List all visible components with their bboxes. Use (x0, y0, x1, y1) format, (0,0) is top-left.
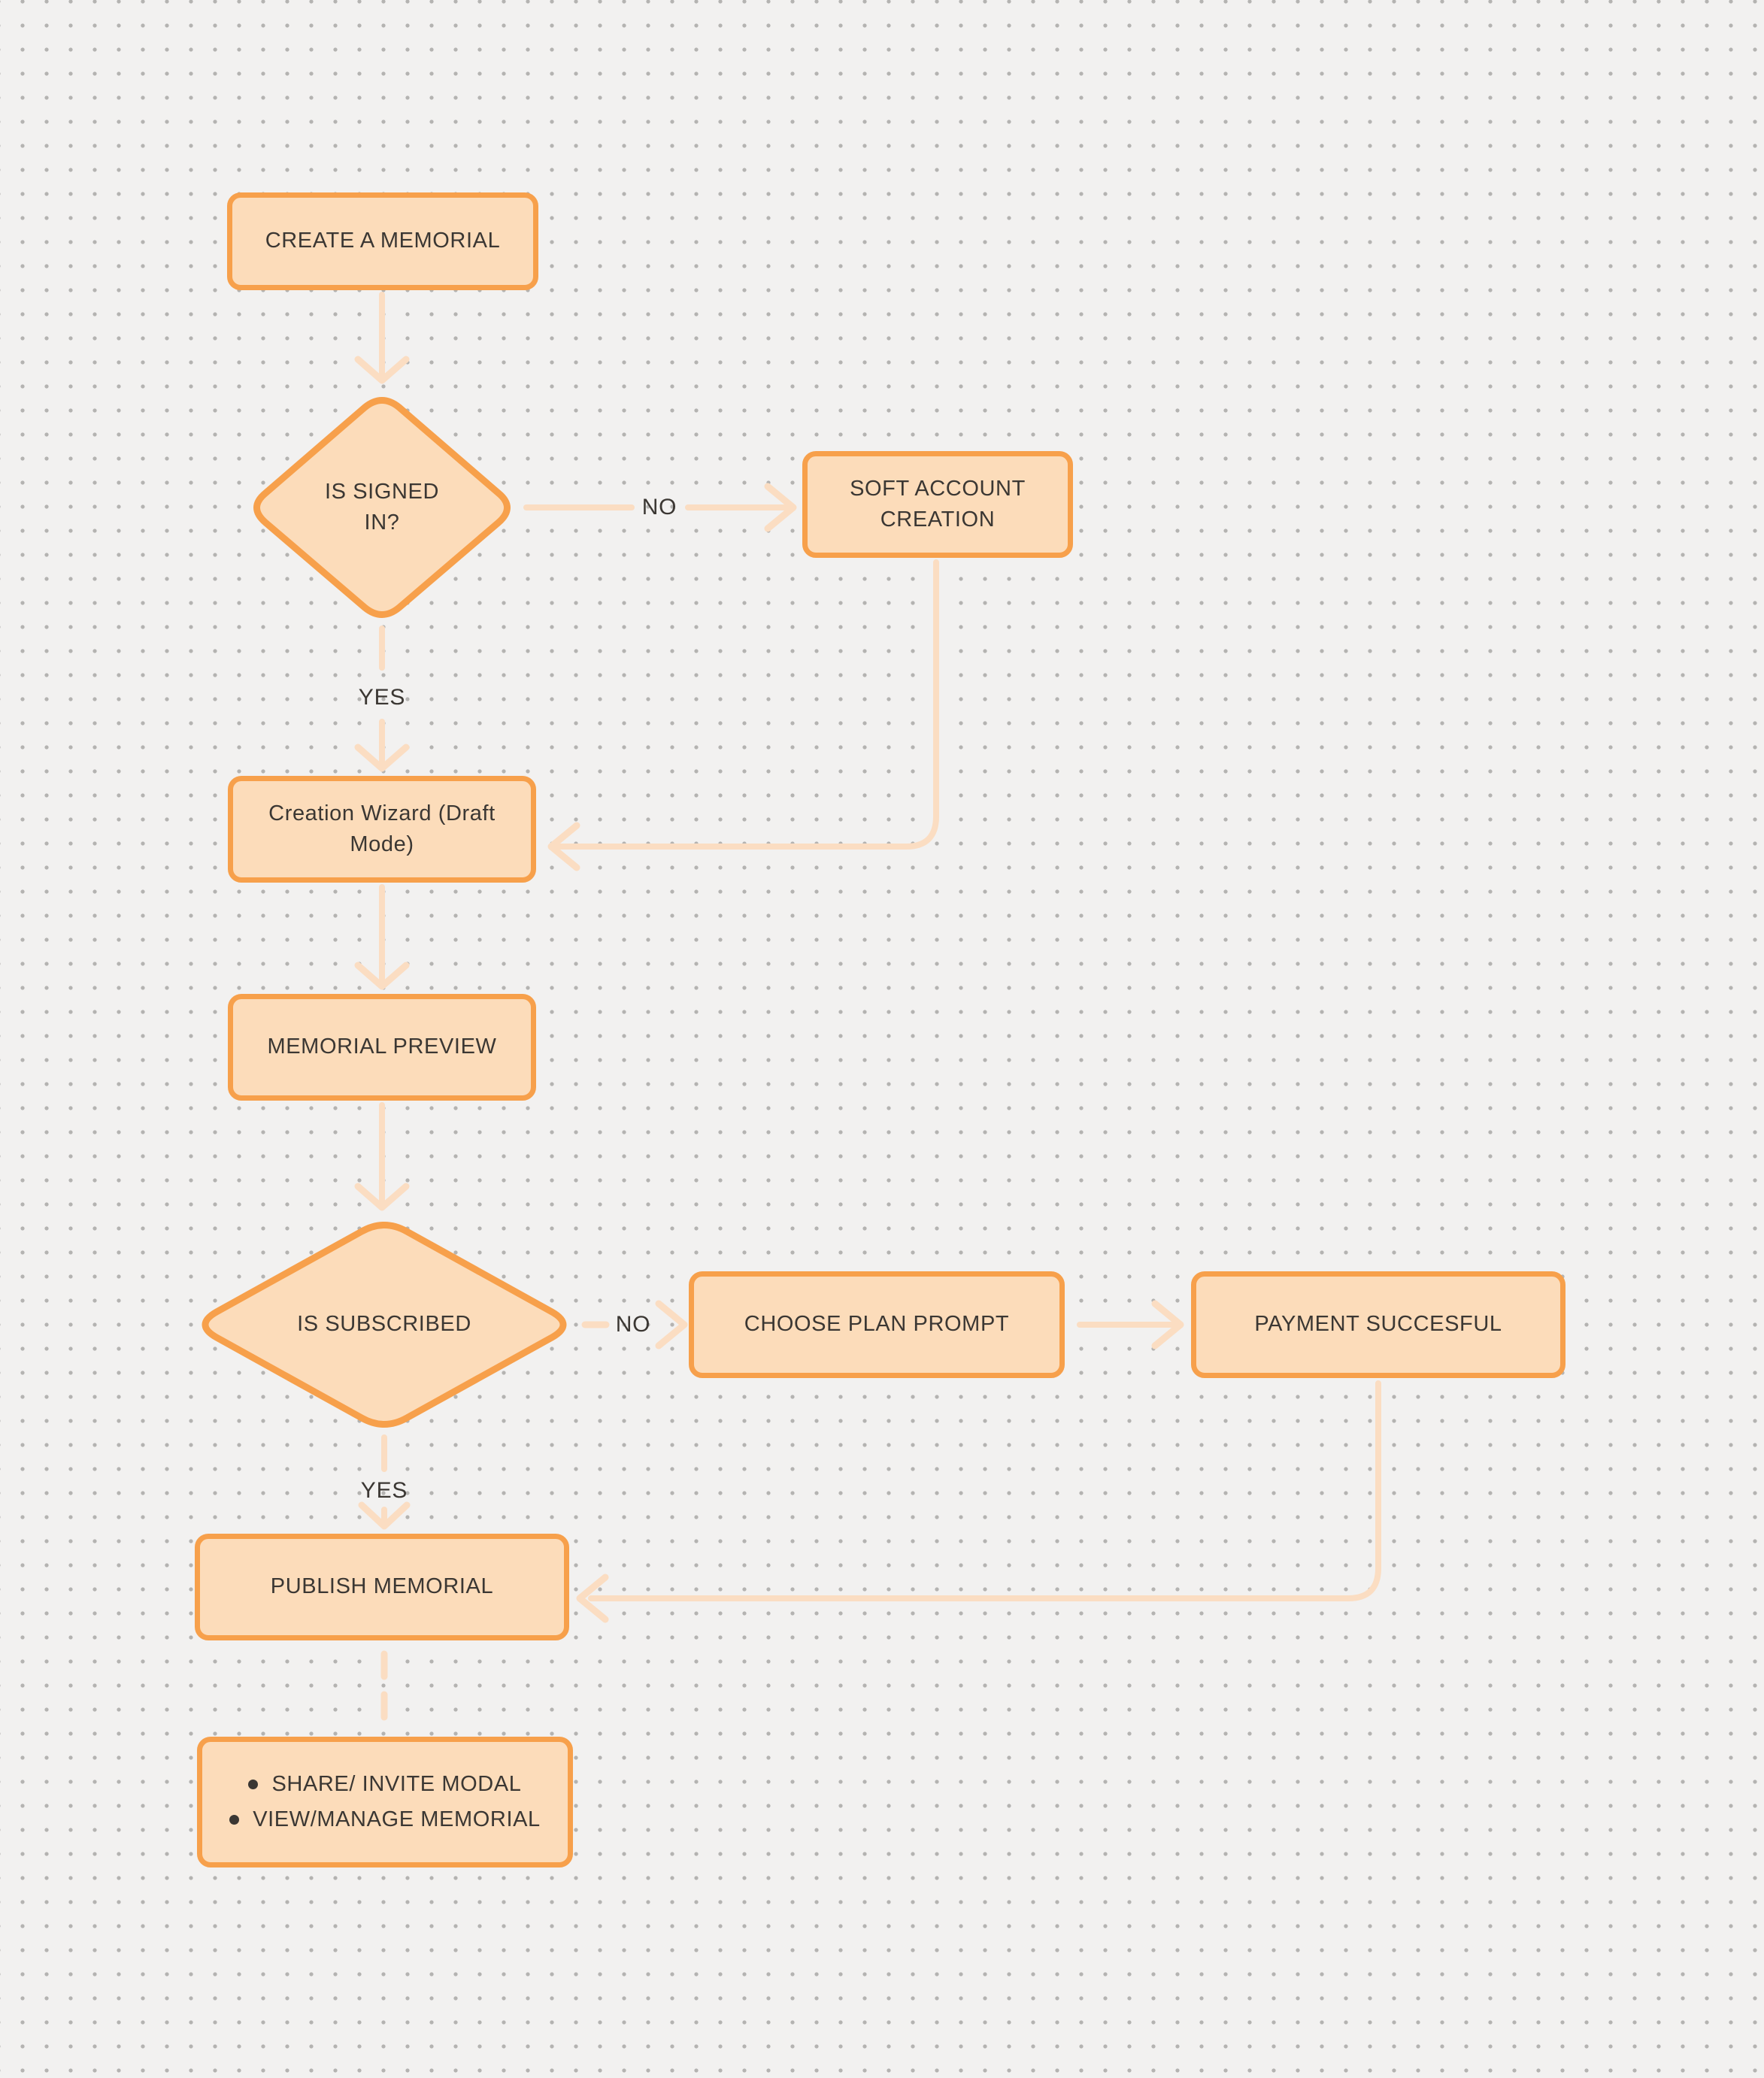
list-item-label: VIEW/MANAGE MEMORIAL (253, 1807, 541, 1831)
list-item: VIEW/MANAGE MEMORIAL (229, 1804, 541, 1835)
node-label: PUBLISH MEMORIAL (270, 1574, 494, 1599)
arrowhead-down-icon (354, 962, 410, 990)
edge-elbow (556, 559, 939, 850)
node-choose-plan-prompt[interactable]: CHOOSE PLAN PROMPT (689, 1271, 1065, 1378)
node-label: SOFT ACCOUNT CREATION (850, 476, 1026, 532)
node-label: MEMORIAL PREVIEW (267, 1034, 497, 1059)
decision-is-subscribed-label: IS SUBSCRIBED (297, 1312, 471, 1337)
node-label: CHOOSE PLAN PROMPT (744, 1312, 1010, 1337)
node-creation-wizard[interactable]: Creation Wizard (Draft Mode) (228, 776, 536, 883)
edge-payment-to-publish[interactable] (576, 1380, 1381, 1623)
edge-create-to-signedin[interactable] (354, 292, 410, 384)
edge-elbow (588, 1380, 1381, 1601)
edge-label-no[interactable]: NO (641, 495, 677, 520)
edge-subscribed-no-to-chooseplan[interactable] (581, 1300, 688, 1349)
arrowhead-down-icon (354, 356, 410, 384)
arrowhead-right-icon (764, 483, 797, 532)
decision-is-signed-in-label: IS SIGNED IN? (324, 479, 440, 535)
bullet-icon (229, 1815, 240, 1825)
arrowhead-right-icon (1151, 1300, 1184, 1349)
node-share-invite[interactable]: SHARE/ INVITE MODAL VIEW/MANAGE MEMORIAL (197, 1737, 573, 1867)
node-memorial-preview[interactable]: MEMORIAL PREVIEW (228, 994, 536, 1101)
edge-label-no[interactable]: NO (615, 1312, 651, 1337)
arrowhead-left-icon (576, 1574, 609, 1623)
node-bullet-list: SHARE/ INVITE MODAL VIEW/MANAGE MEMORIAL (229, 1769, 541, 1835)
edge-subscribed-yes-to-publish[interactable] (358, 1434, 411, 1530)
arrowhead-right-icon (655, 1300, 688, 1349)
arrowhead-left-icon (547, 822, 580, 871)
edge-softaccount-to-wizard[interactable] (547, 559, 939, 871)
edge-signedin-no-to-softaccount[interactable] (523, 483, 797, 532)
node-label: Creation Wizard (Draft Mode) (268, 801, 496, 856)
node-payment-succesful[interactable]: PAYMENT SUCCESFUL (1191, 1271, 1565, 1378)
edge-preview-to-subscribed[interactable] (354, 1102, 410, 1211)
node-soft-account-creation[interactable]: SOFT ACCOUNT CREATION (802, 451, 1073, 558)
edge-label-yes[interactable]: YES (358, 685, 406, 710)
decision-is-subscribed-shape[interactable] (202, 1222, 567, 1428)
node-create-memorial[interactable]: CREATE A MEMORIAL (227, 192, 538, 290)
node-label: PAYMENT SUCCESFUL (1254, 1312, 1502, 1337)
arrowhead-down-icon (354, 1183, 410, 1211)
arrowhead-down-icon (358, 1501, 411, 1530)
bullet-icon (248, 1779, 259, 1789)
edge-signedin-yes-to-wizard[interactable] (354, 626, 410, 772)
edge-label-yes[interactable]: YES (360, 1478, 408, 1503)
list-item-label: SHARE/ INVITE MODAL (271, 1771, 522, 1796)
node-label: CREATE A MEMORIAL (265, 229, 501, 253)
arrowhead-down-icon (354, 744, 410, 772)
edge-chooseplan-to-payment[interactable] (1077, 1300, 1184, 1349)
node-publish-memorial[interactable]: PUBLISH MEMORIAL (195, 1534, 569, 1640)
edge-wizard-to-preview[interactable] (354, 884, 410, 990)
list-item: SHARE/ INVITE MODAL (248, 1769, 521, 1800)
decision-is-signed-in-shape[interactable] (253, 397, 511, 618)
